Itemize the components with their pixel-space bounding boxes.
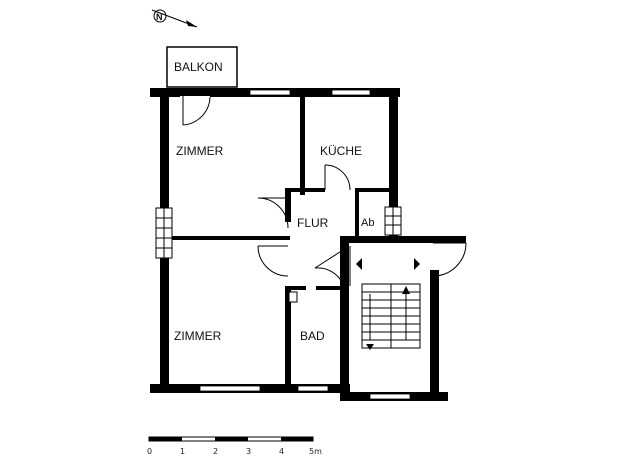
staircase [361,283,421,349]
bath-label: BAD [300,329,325,343]
scale-label-2: 2 [213,447,218,456]
hall-label: FLUR [297,216,329,230]
north-label: N [156,12,163,22]
north-arrow-icon: N [151,9,198,28]
walls [150,88,466,401]
scale-label-5: 5m [309,447,322,456]
scale-label-1: 1 [180,447,185,456]
balcony [166,46,238,88]
stair-arrows [356,258,420,350]
room-label-upper: ZIMMER [176,144,224,158]
scale-label-0: 0 [147,447,152,456]
scale-label-3: 3 [246,447,251,456]
bath-fixture [288,291,298,303]
windows [155,89,411,400]
scale-bar: 0 1 2 3 4 5m [147,436,322,456]
doors [180,96,467,286]
storage-label: Ab [361,217,374,229]
kitchen-label: KÜCHE [320,144,362,158]
room-label-lower: ZIMMER [174,329,222,343]
scale-label-4: 4 [279,447,284,456]
balcony-label: BALKON [174,60,223,74]
